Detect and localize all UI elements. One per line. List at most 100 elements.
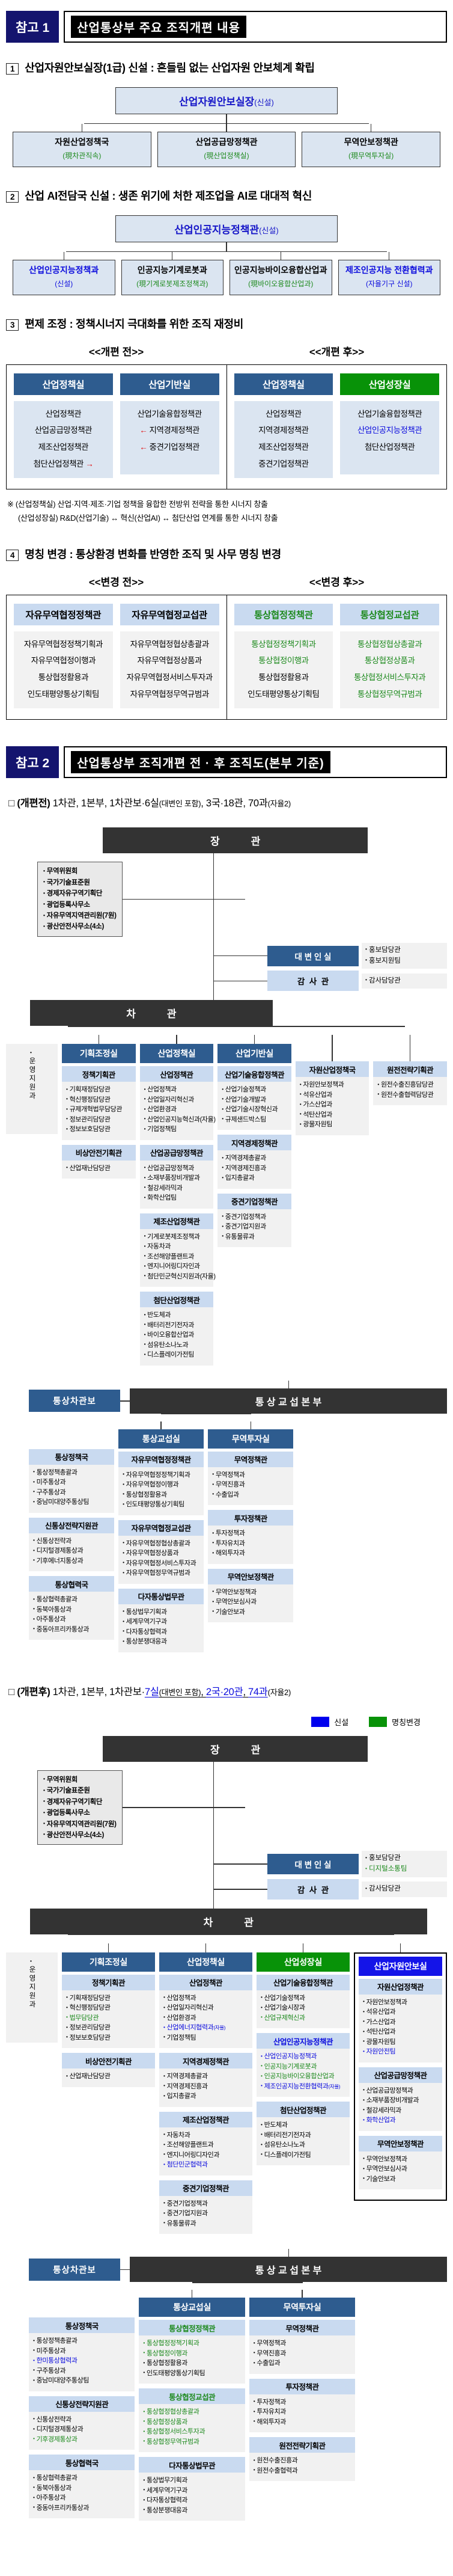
item-label: 산업정책관 bbox=[266, 409, 302, 419]
org-group: 산업기술융합정책관•산업기술정책과•산업기술개발과•산업기술시장혁신과•규제샌드… bbox=[217, 1066, 291, 1130]
item-label: 인도태평양통상기획팀 bbox=[146, 2369, 205, 2377]
bullet-icon: • bbox=[30, 1957, 32, 1964]
org-unit: •투자유치과 bbox=[212, 1539, 292, 1549]
org-unit: •통상협정활용과 bbox=[123, 1490, 202, 1500]
bullet-icon: • bbox=[261, 2014, 263, 2020]
org-unit: •통상분쟁대응과 bbox=[123, 1637, 202, 1647]
org-column-header: 무역투자실 bbox=[208, 1429, 294, 1449]
bullet-icon: • bbox=[123, 1471, 124, 1477]
agency-label: 국가기술표준원 bbox=[46, 879, 90, 886]
org-unit: •해외투자과 bbox=[212, 1548, 292, 1559]
item-label: 구주통상과 bbox=[36, 1488, 66, 1496]
bullet-icon: • bbox=[33, 1498, 35, 1504]
bullet-icon: • bbox=[33, 2367, 35, 2373]
bullet-icon: • bbox=[163, 2141, 165, 2147]
distribution-line bbox=[29, 2282, 355, 2290]
item-label: 첨단산업정책관 bbox=[33, 459, 84, 468]
org-unit: •조선해양플랜트과 bbox=[144, 1252, 213, 1262]
org-child: 인공지능바이오융합산업과(現바이오융합산업과) bbox=[230, 252, 332, 295]
item-label: 통상법무기획과 bbox=[126, 1608, 167, 1616]
org-group-header: 산업인공지능정책관 bbox=[257, 2033, 350, 2049]
item-label: 통상협정무역규범과 bbox=[357, 689, 422, 699]
auditor-row: 감 사 관•감사담당관 bbox=[6, 971, 447, 992]
summary-segment: □ bbox=[8, 797, 17, 809]
org-group: 자유무역협정교섭관•자유무역협정협상총괄과•자유무역협정상품과•자유무역협정서비… bbox=[118, 1520, 204, 1584]
bullet-icon: • bbox=[363, 2038, 365, 2044]
org-group-items: •통상협정정책기획과•통상협정이행과•통상협정활용과•인도태평양통상기획팀 bbox=[139, 2335, 245, 2384]
affiliated-agency: •자유무역지역관리원(7원) bbox=[43, 910, 117, 921]
org-unit: •중남미대양주통상팀 bbox=[33, 2376, 133, 2386]
org-group: 원전전략기획관•원전수출진흥과•원전수출협력과 bbox=[249, 2437, 356, 2482]
item-label: 산업기술융합정책관 bbox=[137, 409, 202, 419]
org-group-items: •통상정책총괄과•미주통상과•구주통상과•중남미대양주통상팀 bbox=[29, 1464, 115, 1513]
org-unit: •기후경제통상과 bbox=[33, 2435, 133, 2445]
compare-item: 자유무역협정상품과 bbox=[121, 652, 218, 669]
org-unit: •무역정책과 bbox=[212, 1470, 292, 1480]
bullet-icon: • bbox=[363, 2106, 365, 2113]
bullet-icon: • bbox=[261, 2004, 263, 2010]
item-label: 무역진흥과 bbox=[257, 2349, 286, 2357]
summary-segment: 74과 bbox=[248, 1686, 268, 1697]
org-group-header: 지역경제정책관 bbox=[217, 1135, 291, 1151]
connector-line bbox=[122, 1807, 246, 1808]
before-label: <<개편 전>> bbox=[88, 346, 144, 358]
compare-item: 통상협정활용과 bbox=[236, 669, 332, 686]
org-unit: •기술안보과 bbox=[363, 2174, 441, 2185]
section-3-number: 3 bbox=[6, 319, 19, 331]
item-label: 자유무역협정이행과 bbox=[31, 656, 96, 666]
org-unit: •기후에너지통상과 bbox=[33, 1556, 113, 1566]
org-child-note: (現산업정책실) bbox=[204, 151, 249, 160]
legend-new-label: 신설 bbox=[334, 1717, 349, 1727]
compare-item: ← 지역경제정책관 bbox=[121, 422, 218, 439]
org-group: 신통상전략지원관•신통상전략과•디지털경제통상과•기후에너지통상과 bbox=[29, 1517, 115, 1572]
item-label: 첨단산업정책관 bbox=[364, 442, 415, 452]
bullet-icon: • bbox=[33, 2425, 35, 2432]
compare-column-header: 산업정책실 bbox=[234, 373, 333, 395]
bullet-icon: • bbox=[363, 2165, 365, 2171]
bullet-icon: • bbox=[253, 2456, 255, 2463]
org-group: 비상안전기획관•산업재난담당관 bbox=[62, 1144, 136, 1179]
item-label: 법무담당관 bbox=[69, 2014, 99, 2022]
org-unit: •중견기업지원과 bbox=[163, 2209, 251, 2219]
item-label: 무역안보정책과 bbox=[215, 1588, 257, 1596]
agency-label: 광업등록사무소 bbox=[46, 1809, 90, 1817]
bullet-icon: • bbox=[144, 1351, 146, 1357]
summary-segment: (대변인 포함) bbox=[159, 799, 201, 809]
org-unit: •첨단민군혁신지원과(자율) bbox=[144, 1272, 216, 1282]
org-group: 산업공급망정책관•산업공급망정책과•소재부품장비개발과•철강세라믹과•화학산업팀 bbox=[139, 1144, 214, 1209]
bullet-icon: • bbox=[123, 1500, 124, 1507]
ref2-title: 산업통상부 조직개편 전 · 후 조직도(본부 기준) bbox=[71, 751, 330, 774]
operations-support-box: •운영지원과 bbox=[6, 1952, 58, 2043]
org-group-items: •기획재정담당관•혁신행정담당관•규제개혁법무담당관•정보관리담당관•정보보호담… bbox=[62, 1082, 136, 1140]
org-group: 투자정책관•투자정책과•투자유치과•해외투자과 bbox=[249, 2378, 356, 2433]
org-unit: •화학산업팀 bbox=[144, 1193, 213, 1203]
bullet-icon: • bbox=[143, 2496, 145, 2503]
org-unit: •반도체과 bbox=[144, 1310, 213, 1320]
bullet-icon: • bbox=[363, 2008, 365, 2014]
org-group-header: 산업기술융합정책관 bbox=[217, 1066, 291, 1082]
org-unit: •섬유탄소나노과 bbox=[144, 1340, 213, 1351]
org-group-items: •산업공급망정책과•소재부품장비개발과•철강세라믹과•화학산업과 bbox=[359, 2082, 442, 2131]
org-group-items: •지역경제총괄과•지역경제진흥과•입지총괄과 bbox=[217, 1150, 291, 1189]
bullet-icon: • bbox=[163, 2209, 165, 2216]
affiliated-agencies-box: •무역위원회•국가기술표준원•경제자유구역기획단•광업등록사무소•자유무역지역관… bbox=[37, 862, 123, 937]
bullet-icon: • bbox=[163, 2131, 165, 2138]
bullet-icon: • bbox=[299, 1081, 302, 1087]
item-label: 광물자원팀 bbox=[303, 1121, 332, 1129]
org-group-items: •자동차과•조선해양플랜트과•엔지니어링디자인과•첨단민군협력과 bbox=[159, 2127, 252, 2176]
summary-segment: 2국·20관 bbox=[205, 1686, 243, 1697]
bullet-icon: • bbox=[144, 1096, 146, 1102]
org-group-header: 투자정책관 bbox=[249, 2378, 356, 2394]
item-label: 섬유탄소나노과 bbox=[147, 1341, 189, 1349]
org-group: 무역안보정책관•무역안보정책과•무역안보심사과•기술안보과 bbox=[208, 1568, 294, 1623]
item-label: 통상협정이행과 bbox=[258, 656, 309, 666]
bullet-icon: • bbox=[377, 1091, 379, 1097]
item-label: 감사담당관 bbox=[368, 977, 401, 984]
org-unit: •섬유탄소나노과 bbox=[261, 2140, 348, 2150]
org-group-items: •산업인공지능정책과•인공지능기계로봇과•인공지능바이오융합산업과•제조인공지능… bbox=[257, 2049, 350, 2097]
org-unit: •산업인공지능혁신과(자율) bbox=[144, 1115, 216, 1125]
